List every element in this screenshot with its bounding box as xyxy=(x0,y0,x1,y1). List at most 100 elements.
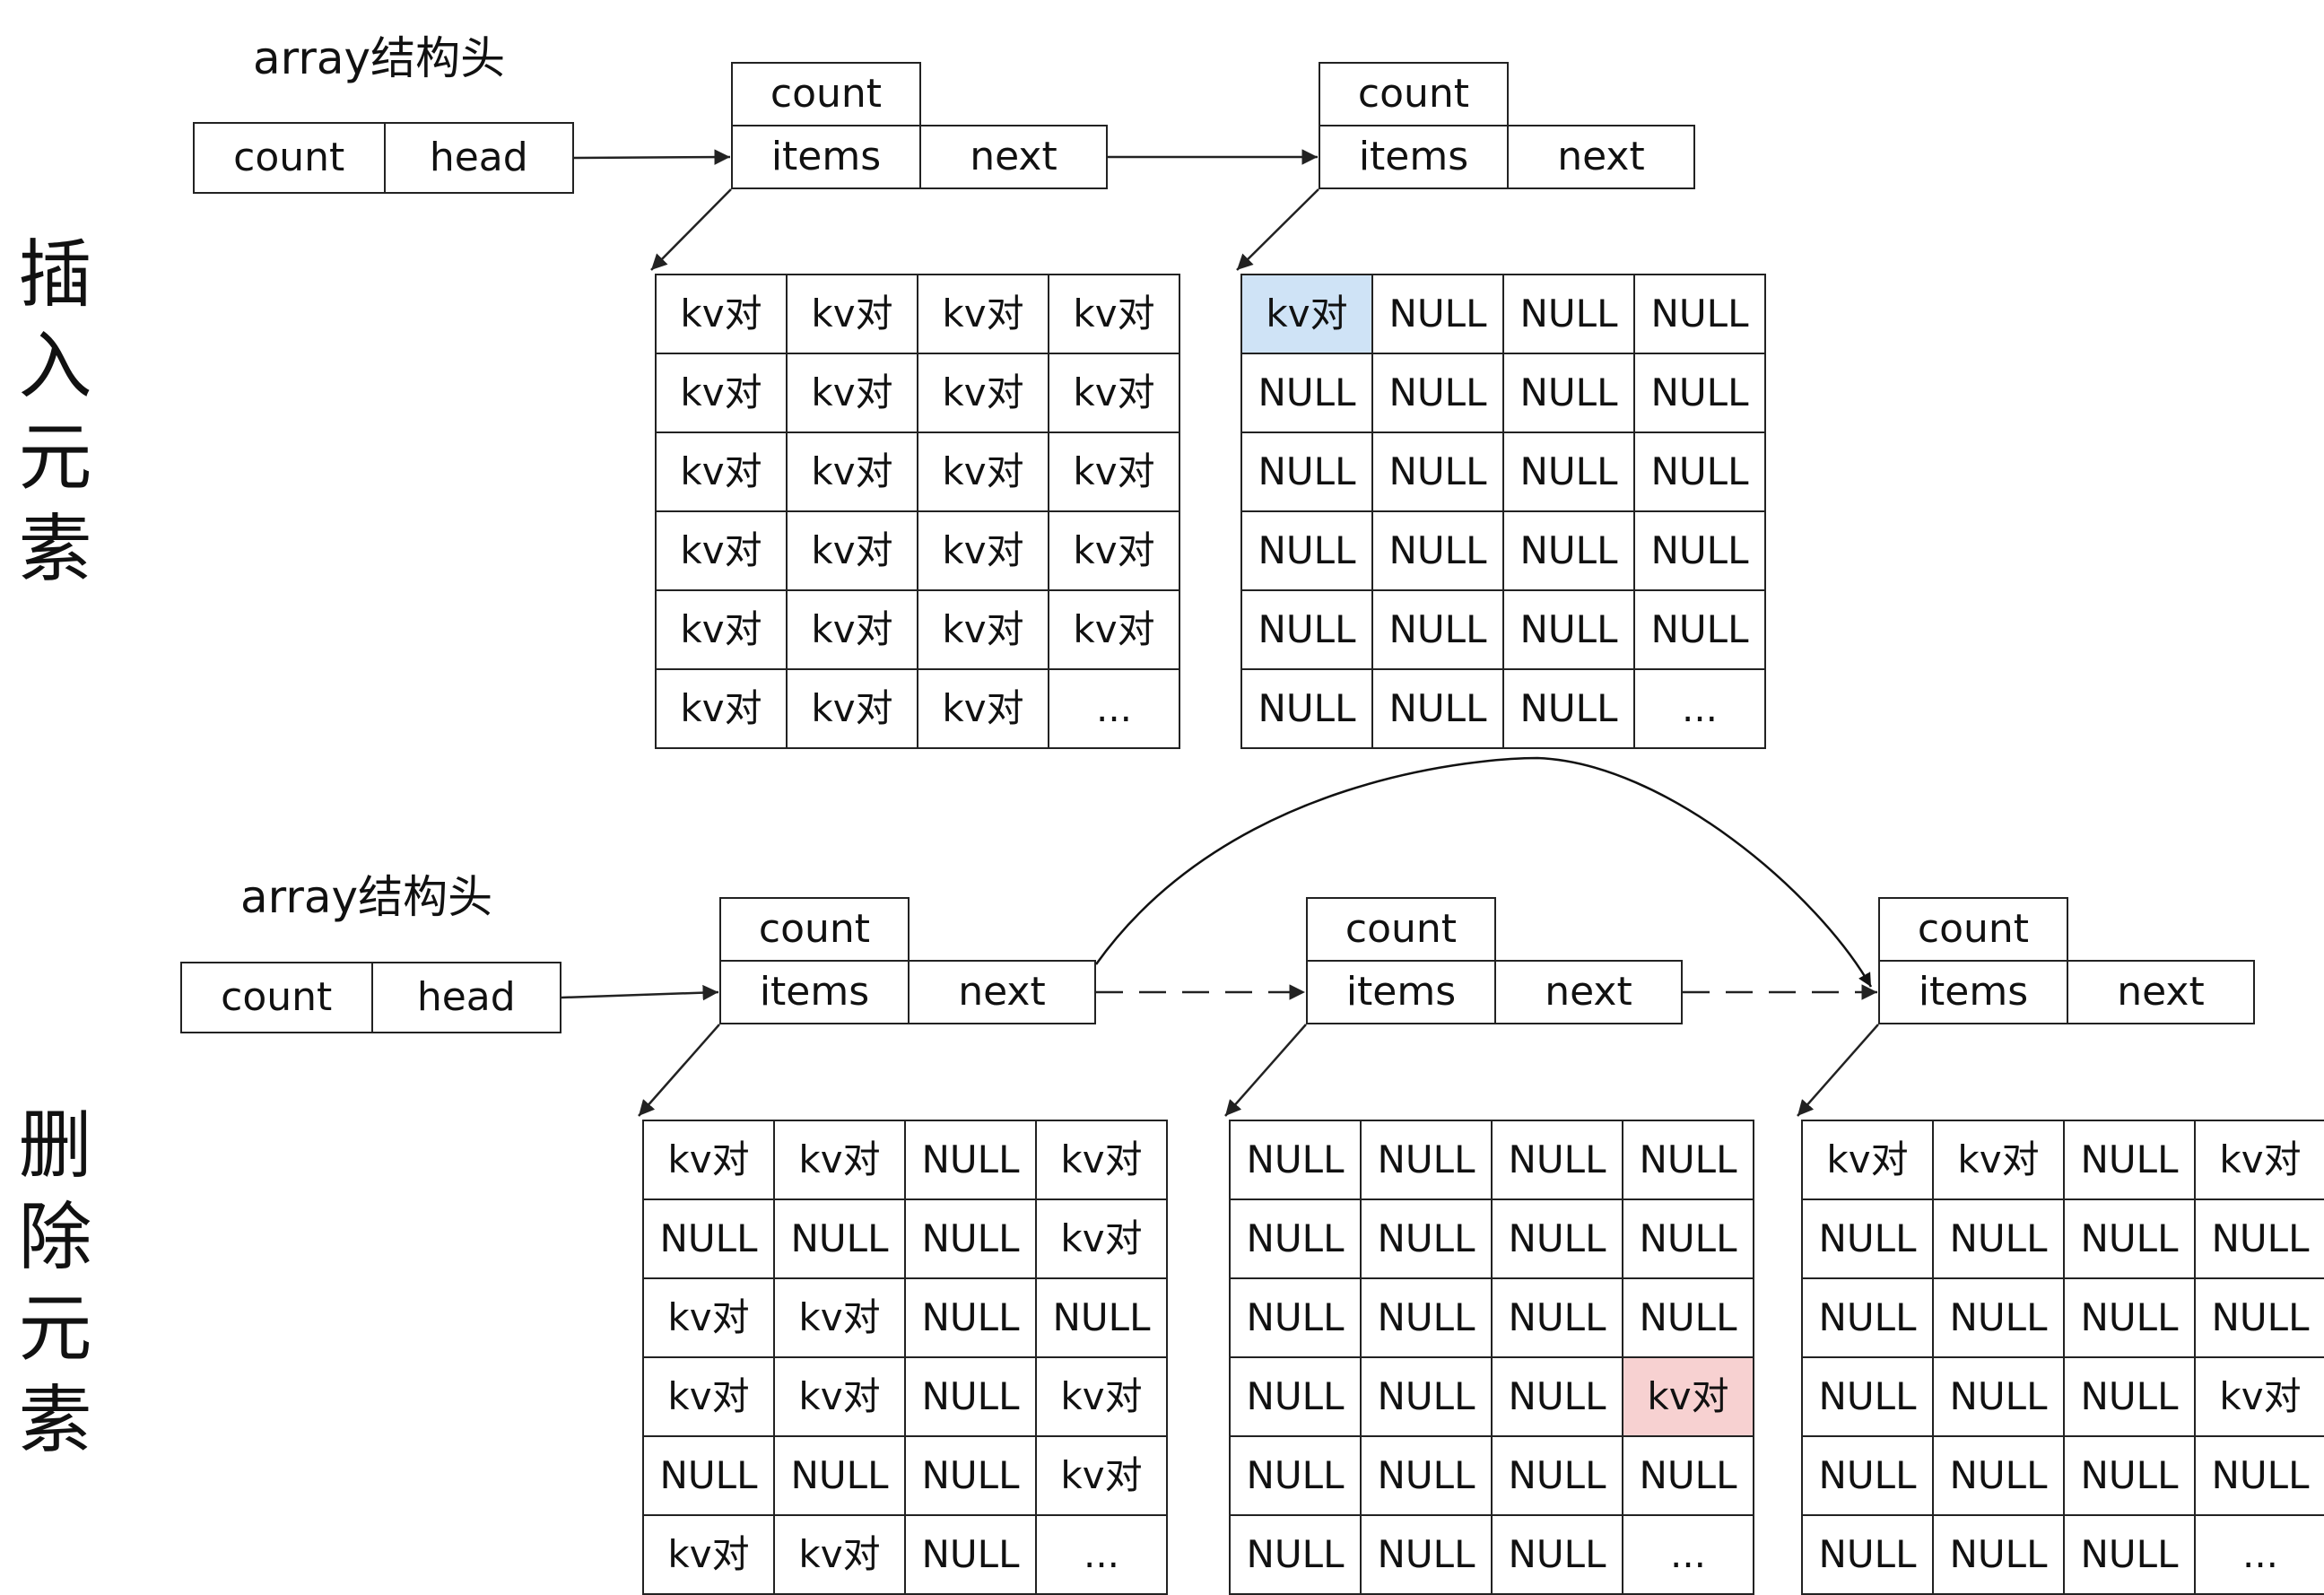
node-count: count xyxy=(731,62,921,126)
kv-cell: kv对 xyxy=(1048,274,1180,354)
kv-cell: kv对 xyxy=(917,668,1049,749)
kv-cell: kv对 xyxy=(642,1356,775,1437)
kv-cell: NULL xyxy=(2194,1198,2324,1279)
kv-cell: NULL xyxy=(1371,589,1504,670)
kv-cell: NULL xyxy=(1502,353,1635,433)
kv-cell: NULL xyxy=(2063,1514,2196,1595)
kv-cell: kv对 xyxy=(773,1277,906,1358)
kv-cell: NULL xyxy=(904,1277,1037,1358)
kv-cell: NULL xyxy=(1491,1198,1623,1279)
node-next: next xyxy=(2067,960,2255,1024)
node-next: next xyxy=(919,125,1108,189)
kv-cell: NULL xyxy=(1932,1435,2065,1516)
kv-cell: kv对 xyxy=(655,589,788,670)
array-header-head: head xyxy=(370,962,561,1033)
kv-cell: kv对 xyxy=(1035,1120,1168,1200)
array-header-head: head xyxy=(383,122,574,194)
kv-cell: NULL xyxy=(1240,353,1373,433)
kv-cell: kv对 xyxy=(1932,1120,2065,1200)
kv-cell: NULL xyxy=(1491,1356,1623,1437)
kv-cell: kv对 xyxy=(1048,431,1180,512)
kv-cell: NULL xyxy=(1229,1198,1362,1279)
kv-cell: ... xyxy=(1633,668,1766,749)
kv-cell: NULL xyxy=(1633,353,1766,433)
kv-cell: NULL xyxy=(1240,589,1373,670)
kv-cell: ... xyxy=(1048,668,1180,749)
kv-cell: kv对 xyxy=(655,510,788,591)
kv-cell: kv对 xyxy=(655,431,788,512)
kv-cell: NULL xyxy=(904,1514,1037,1595)
arrow-items-to-array xyxy=(1224,1024,1307,1117)
kv-cell: NULL xyxy=(2194,1435,2324,1516)
kv-cell: NULL xyxy=(1229,1120,1362,1200)
node-count: count xyxy=(719,897,910,962)
kv-cell: kv对 xyxy=(786,668,918,749)
node-items: items xyxy=(719,960,910,1024)
highlighted-kv-cell: kv对 xyxy=(1622,1356,1754,1437)
kv-cell: NULL xyxy=(1801,1514,1934,1595)
arrow-items-to-array xyxy=(1797,1024,1879,1117)
kv-cell: NULL xyxy=(2063,1356,2196,1437)
kv-cell: kv对 xyxy=(1035,1356,1168,1437)
kv-cell: kv对 xyxy=(917,431,1049,512)
kv-cell: kv对 xyxy=(786,274,918,354)
kv-cell: kv对 xyxy=(917,510,1049,591)
kv-cell: NULL xyxy=(1932,1198,2065,1279)
kv-cell: NULL xyxy=(1622,1277,1754,1358)
section-label-delete: 删除元素 xyxy=(5,1106,91,1472)
kv-cell: kv对 xyxy=(917,274,1049,354)
kv-cell: kv对 xyxy=(1048,353,1180,433)
kv-cell: NULL xyxy=(904,1198,1037,1279)
kv-cell: NULL xyxy=(1633,510,1766,591)
kv-cell: kv对 xyxy=(642,1514,775,1595)
array-header-count: count xyxy=(193,122,386,194)
kv-cell: ... xyxy=(1035,1514,1168,1595)
node-items: items xyxy=(731,125,921,189)
kv-cell: kv对 xyxy=(786,431,918,512)
kv-cell: NULL xyxy=(1502,668,1635,749)
node-next: next xyxy=(908,960,1096,1024)
kv-cell: ... xyxy=(2194,1514,2324,1595)
node-count: count xyxy=(1306,897,1496,962)
kv-cell: NULL xyxy=(1240,668,1373,749)
kv-cell: NULL xyxy=(1801,1356,1934,1437)
kv-cell: NULL xyxy=(1502,510,1635,591)
kv-cell: kv对 xyxy=(917,353,1049,433)
kv-cell: NULL xyxy=(1371,668,1504,749)
array-header-title: array结构头 xyxy=(253,32,506,84)
array-header-title: array结构头 xyxy=(240,871,493,923)
arrow-head-to-node xyxy=(573,149,731,165)
kv-cell: NULL xyxy=(1229,1277,1362,1358)
kv-cell: NULL xyxy=(1491,1277,1623,1358)
kv-cell: NULL xyxy=(1801,1435,1934,1516)
kv-cell: kv对 xyxy=(2194,1120,2324,1200)
kv-cell: NULL xyxy=(1801,1198,1934,1279)
kv-cell: ... xyxy=(1622,1514,1754,1595)
kv-cell: NULL xyxy=(1502,589,1635,670)
kv-cell: NULL xyxy=(2063,1435,2196,1516)
kv-cell: kv对 xyxy=(1048,589,1180,670)
node-items: items xyxy=(1319,125,1509,189)
kv-cell: kv对 xyxy=(642,1120,775,1200)
kv-cell: kv对 xyxy=(917,589,1049,670)
kv-cell: NULL xyxy=(904,1435,1037,1516)
kv-cell: NULL xyxy=(1371,510,1504,591)
kv-cell: NULL xyxy=(642,1198,775,1279)
kv-cell: NULL xyxy=(1633,274,1766,354)
kv-cell: kv对 xyxy=(773,1120,906,1200)
kv-cell: NULL xyxy=(1035,1277,1168,1358)
kv-cell: NULL xyxy=(1360,1120,1493,1200)
arrow-head-to-node xyxy=(561,984,719,1001)
node-count: count xyxy=(1319,62,1509,126)
kv-cell: NULL xyxy=(642,1435,775,1516)
kv-cell: NULL xyxy=(1932,1356,2065,1437)
kv-cell: NULL xyxy=(1360,1356,1493,1437)
node-items: items xyxy=(1306,960,1496,1024)
kv-cell: kv对 xyxy=(773,1356,906,1437)
kv-cell: kv对 xyxy=(786,510,918,591)
kv-cell: NULL xyxy=(904,1356,1037,1437)
kv-cell: kv对 xyxy=(786,353,918,433)
kv-cell: NULL xyxy=(1622,1120,1754,1200)
kv-cell: NULL xyxy=(1371,274,1504,354)
